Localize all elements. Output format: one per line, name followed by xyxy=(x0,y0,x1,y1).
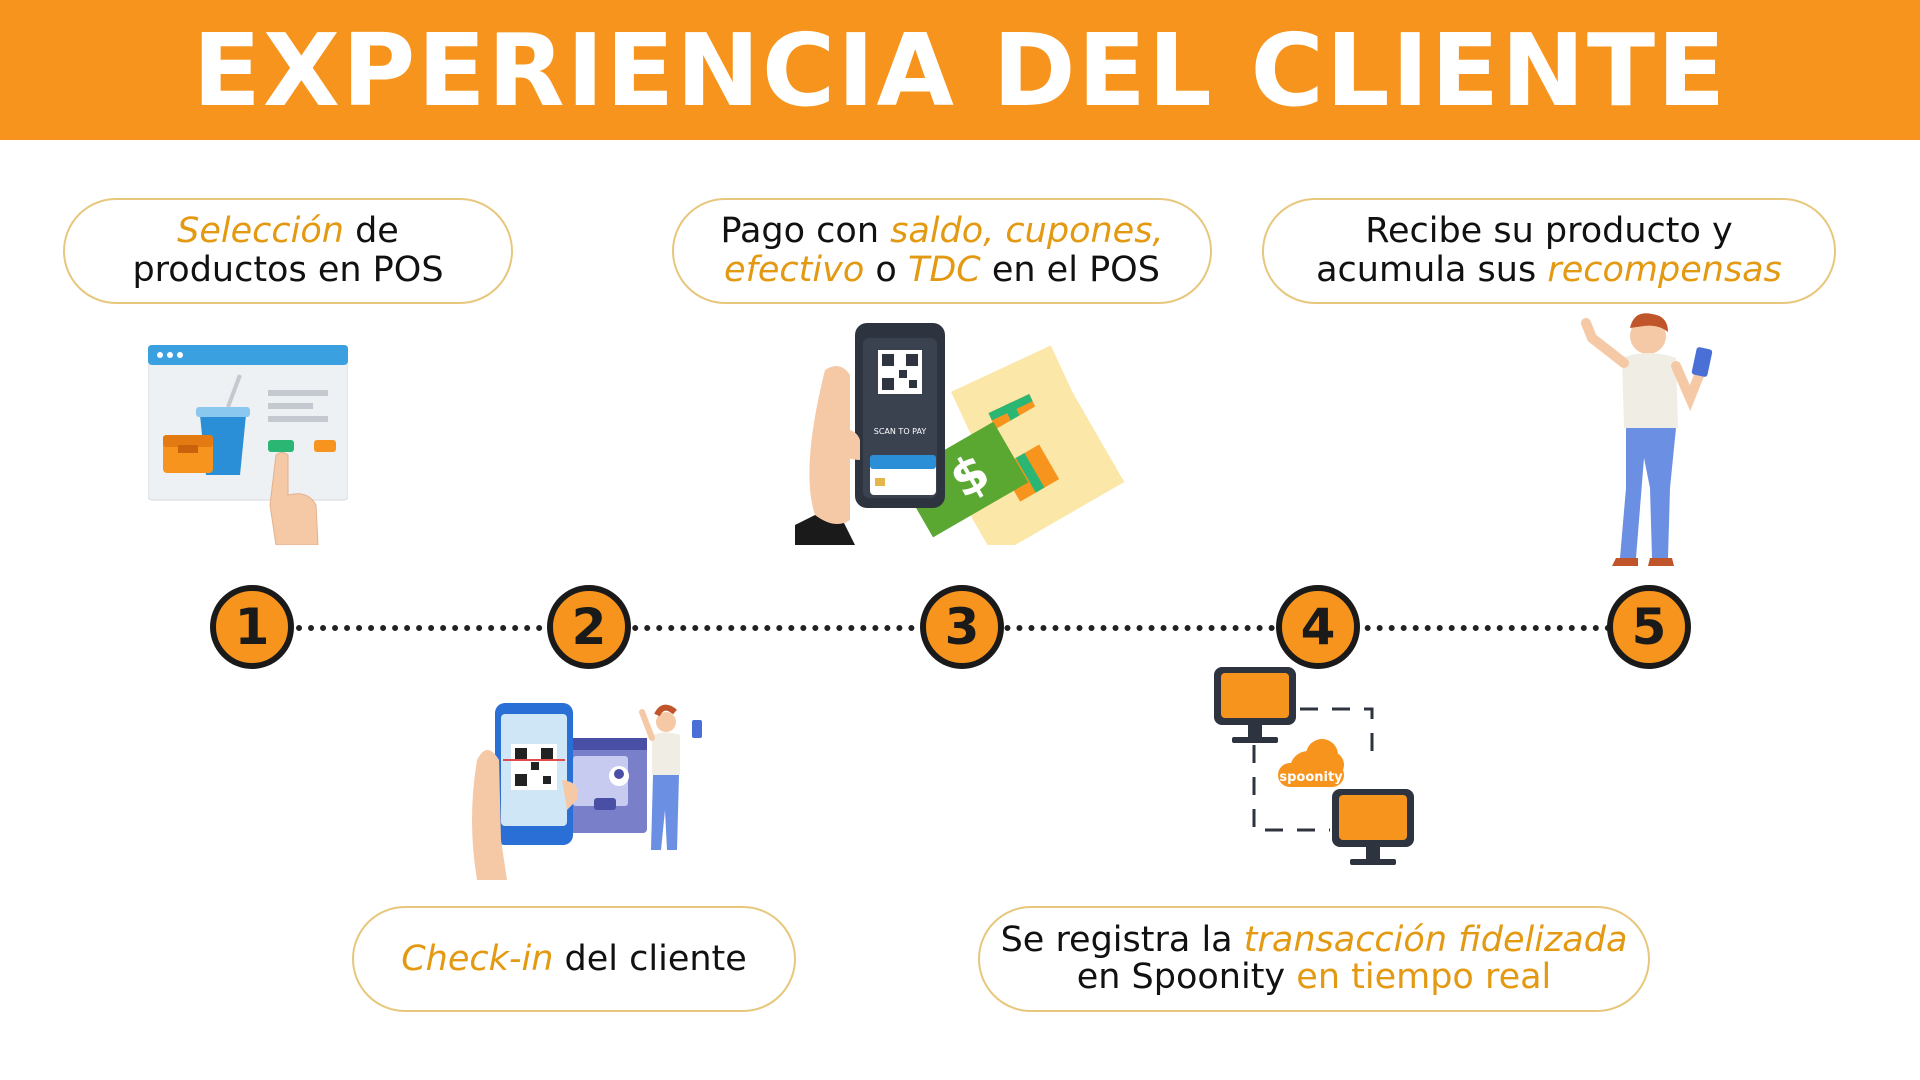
step-2-caption: Check-in del cliente xyxy=(352,906,796,1012)
page-title: EXPERIENCIA DEL CLIENTE xyxy=(192,11,1728,129)
caption-highlight: TDC xyxy=(907,250,981,290)
step-3-marker: 3 xyxy=(920,585,1004,669)
caption-highlight: Selección xyxy=(177,211,344,251)
scan-to-pay-label: SCAN TO PAY xyxy=(874,427,927,436)
caption-highlight: Check-in xyxy=(401,938,554,979)
caption-highlight: saldo, cupones, xyxy=(890,211,1164,251)
caption-segment: Recibe su producto y xyxy=(1365,211,1733,251)
caption-segment: en el POS xyxy=(980,250,1160,290)
pos-touchscreen-icon xyxy=(148,345,348,545)
step-2-marker: 2 xyxy=(547,585,631,669)
caption-segment: Pago con xyxy=(720,211,891,251)
caption-text: Check-in del cliente xyxy=(401,938,747,979)
caption-segment: acumula sus xyxy=(1316,250,1548,290)
caption-segment: productos en POS xyxy=(132,250,444,290)
caption-highlight: transacción fidelizada xyxy=(1243,920,1628,960)
spoonity-sync-icon: spoonity xyxy=(1214,667,1414,865)
caption-segment: del cliente xyxy=(553,938,747,979)
caption-segment: Se registra la xyxy=(1000,920,1244,960)
header-banner: EXPERIENCIA DEL CLIENTE xyxy=(0,0,1920,140)
phone-qr-payment-icon: $ SCAN TO PAY xyxy=(795,323,1125,545)
caption-segment: o xyxy=(864,250,908,290)
qr-checkin-icon xyxy=(472,703,702,880)
caption-highlight: en tiempo real xyxy=(1296,957,1552,997)
caption-highlight: efectivo xyxy=(724,250,865,290)
step-3-caption: Pago con saldo, cupones, efectivo o TDC e… xyxy=(672,198,1212,304)
caption-segment: de xyxy=(343,211,399,251)
caption-text: Pago con saldo, cupones, efectivo o TDC e… xyxy=(720,212,1163,290)
step-5-marker: 5 xyxy=(1607,585,1691,669)
step-1-marker: 1 xyxy=(210,585,294,669)
spoonity-cloud-logo: spoonity xyxy=(1278,739,1344,787)
caption-segment: en Spoonity xyxy=(1076,957,1297,997)
caption-highlight: recompensas xyxy=(1547,250,1782,290)
happy-customer-icon xyxy=(1581,313,1713,566)
svg-text:spoonity: spoonity xyxy=(1279,770,1343,785)
step-4-marker: 4 xyxy=(1276,585,1360,669)
